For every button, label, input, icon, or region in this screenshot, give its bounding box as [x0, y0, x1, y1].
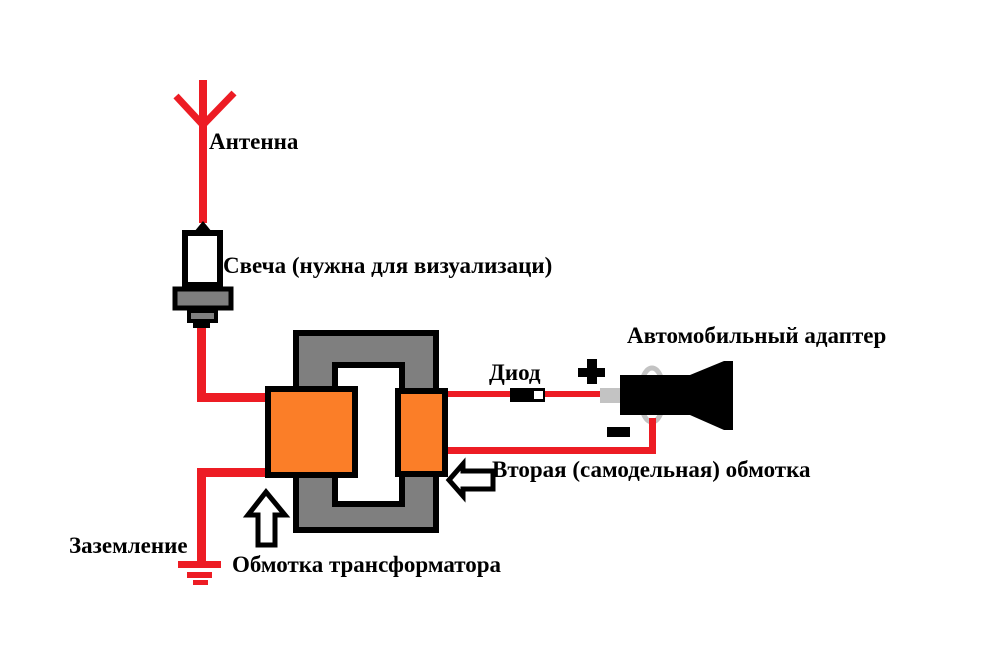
diode-cathode-band	[534, 391, 543, 399]
ground-symbol-bar-2	[187, 572, 212, 578]
spark-plug-label: Свеча (нужна для визуализаци)	[223, 253, 553, 278]
plug-to-winding-wire-vertical	[197, 326, 206, 402]
left-arrow-icon	[445, 457, 496, 503]
minus-symbol	[607, 427, 630, 437]
adapter-horn	[690, 361, 733, 430]
transformer-primary-winding	[265, 386, 358, 478]
ground-wire-vertical	[197, 468, 206, 564]
plus-symbol	[578, 359, 605, 384]
car-adapter-label: Автомобильный адаптер	[627, 323, 887, 348]
antenna-label: Антенна	[209, 129, 299, 154]
antenna-prong-left	[173, 93, 205, 127]
ground-symbol-bar-3	[193, 580, 208, 585]
diode-label: Диод	[489, 360, 541, 385]
ground-wire-horizontal	[202, 468, 267, 477]
winding-to-adapter-wire-vertical	[649, 418, 656, 454]
adapter-tip	[600, 388, 620, 403]
secondary-winding-label: Вторая (самодельная) обмотка	[492, 457, 811, 482]
spark-plug-body	[182, 230, 223, 288]
antenna-prong-right	[201, 90, 237, 127]
winding-to-adapter-wire-horizontal	[446, 447, 656, 454]
ground-symbol-bar-1	[178, 561, 221, 568]
spark-plug-thread	[187, 309, 218, 323]
ground-label: Заземление	[69, 533, 188, 558]
homemade-secondary-winding	[395, 388, 448, 477]
spark-plug-hex-nut	[172, 286, 234, 311]
adapter-body	[620, 375, 690, 415]
spark-plug-terminal-arrow	[194, 221, 212, 232]
antenna-wire	[199, 80, 207, 223]
plus-symbol-vbar	[587, 359, 597, 384]
transformer-winding-label: Обмотка трансформатора	[232, 552, 502, 577]
up-arrow-icon	[242, 488, 291, 548]
plug-to-winding-wire-horizontal	[197, 393, 267, 402]
spark-plug-electrode	[193, 321, 210, 328]
